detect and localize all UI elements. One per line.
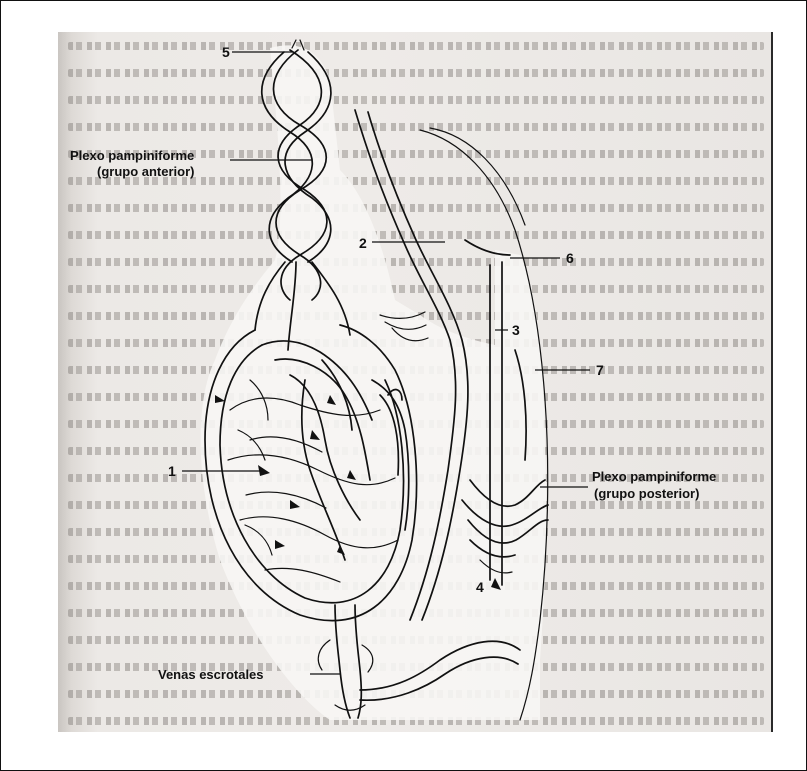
label-venas-escrotales: Venas escrotales bbox=[158, 667, 264, 682]
label-plexo-anterior-line1: Plexo pampiniforme bbox=[70, 148, 194, 163]
label-plexo-posterior-line2: (grupo posterior) bbox=[594, 486, 699, 501]
label-4: 4 bbox=[476, 579, 484, 595]
label-3: 3 bbox=[512, 322, 520, 338]
label-7: 7 bbox=[596, 362, 604, 378]
label-1: 1 bbox=[168, 463, 176, 479]
label-5: 5 bbox=[222, 44, 230, 60]
label-plexo-anterior-line2: (grupo anterior) bbox=[97, 164, 195, 179]
label-6: 6 bbox=[566, 250, 574, 266]
label-2: 2 bbox=[359, 235, 367, 251]
label-plexo-posterior-line1: Plexo pampiniforme bbox=[592, 469, 716, 484]
